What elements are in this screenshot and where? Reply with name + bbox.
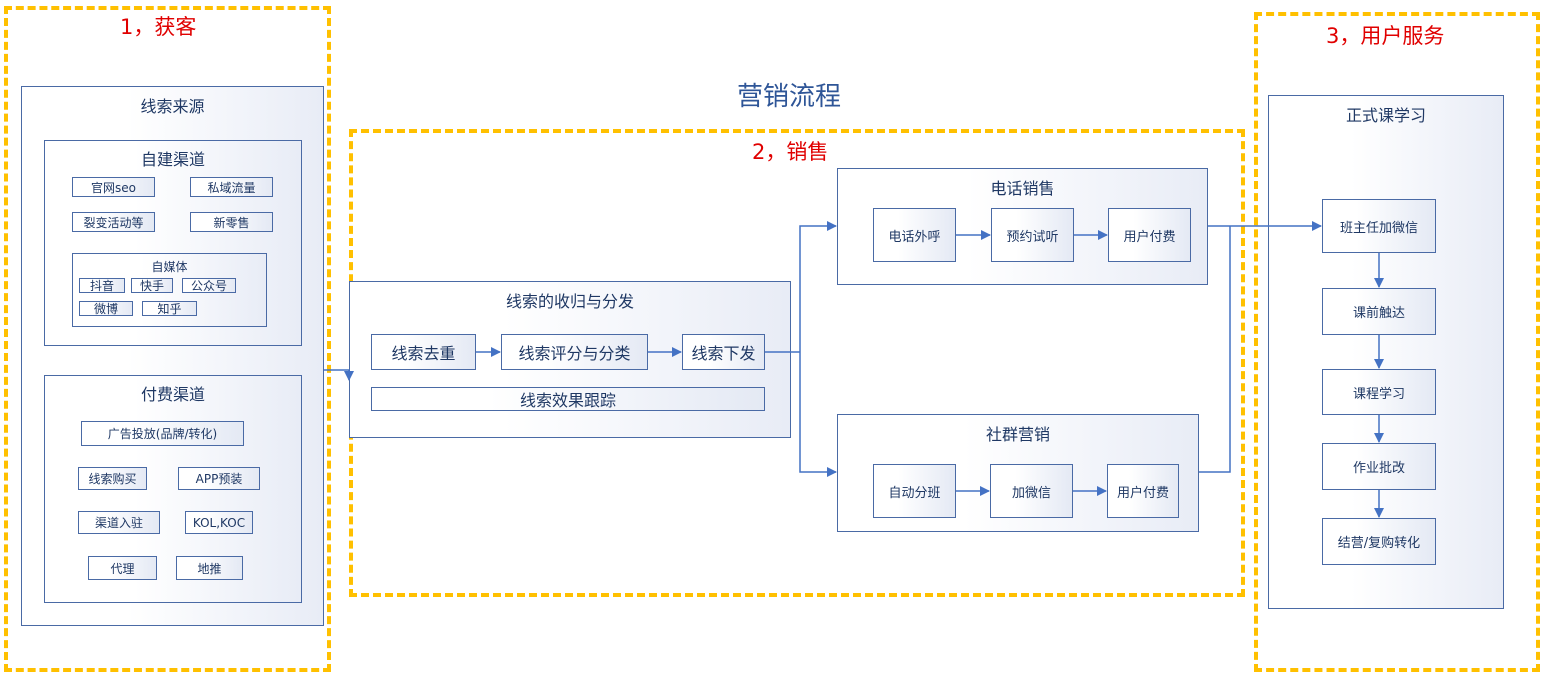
arrow-source-to-processing xyxy=(324,369,354,381)
arrow-community-to-course xyxy=(1199,226,1231,473)
main-title: 营销流程 xyxy=(737,82,842,112)
paid-channel-item: 代理 xyxy=(88,556,157,580)
paid-channel-item: 地推 xyxy=(176,556,243,580)
we-media-title: 自媒体 xyxy=(151,260,188,274)
stage-acquire-title: 1，获客 xyxy=(120,15,197,39)
lead-tracking: 线索效果跟踪 xyxy=(371,387,765,411)
we-media-item: 抖音 xyxy=(79,278,125,293)
stage-service-region xyxy=(1254,12,1540,672)
phone-sales-title: 电话销售 xyxy=(990,179,1055,198)
stage-sales-title: 2，销售 xyxy=(752,140,829,164)
we-media-item: 微博 xyxy=(79,301,133,316)
lead-source-title: 线索来源 xyxy=(140,97,205,116)
paid-channel-item: 广告投放(品牌/转化) xyxy=(81,421,244,446)
formal-course-title: 正式课学习 xyxy=(1345,106,1426,125)
course-step-homework: 作业批改 xyxy=(1322,443,1436,490)
phone-step-payment: 用户付费 xyxy=(1108,208,1191,262)
phone-step-outbound: 电话外呼 xyxy=(873,208,956,262)
paid-channel-item: APP预装 xyxy=(178,467,260,490)
we-media-item: 知乎 xyxy=(142,301,197,316)
community-title: 社群营销 xyxy=(985,425,1050,444)
arrow-to-community xyxy=(799,352,837,477)
paid-channel-item: 线索购买 xyxy=(78,467,147,490)
we-media-item: 快手 xyxy=(131,278,173,293)
lead-step-dedupe: 线索去重 xyxy=(371,334,476,370)
course-step-learn: 课程学习 xyxy=(1322,369,1436,415)
channel-item: 新零售 xyxy=(190,212,273,232)
phone-step-trial: 预约试听 xyxy=(991,208,1074,262)
lead-processing-title: 线索的收归与分发 xyxy=(505,292,634,311)
paid-channel-title: 付费渠道 xyxy=(140,385,205,404)
self-built-channel-title: 自建渠道 xyxy=(140,150,205,169)
arrow-to-phone-sales xyxy=(799,221,837,352)
course-step-reach: 课前触达 xyxy=(1322,288,1436,335)
course-step-conversion: 结营/复购转化 xyxy=(1322,518,1436,565)
channel-item: 私域流量 xyxy=(190,177,273,197)
channel-item: 官网seo xyxy=(72,177,155,197)
lead-step-score: 线索评分与分类 xyxy=(501,334,648,370)
course-step-wechat: 班主任加微信 xyxy=(1322,199,1436,253)
paid-channel-item: 渠道入驻 xyxy=(78,511,160,534)
paid-channel-item: KOL,KOC xyxy=(185,511,253,534)
we-media-item: 公众号 xyxy=(182,278,236,293)
stage-service-title: 3，用户服务 xyxy=(1326,24,1445,48)
channel-item: 裂变活动等 xyxy=(72,212,155,232)
community-step-payment: 用户付费 xyxy=(1107,464,1179,518)
community-step-wechat: 加微信 xyxy=(990,464,1073,518)
lead-step-dispatch: 线索下发 xyxy=(682,334,765,370)
stage-acquire-region xyxy=(4,6,331,672)
community-step-class: 自动分班 xyxy=(873,464,956,518)
